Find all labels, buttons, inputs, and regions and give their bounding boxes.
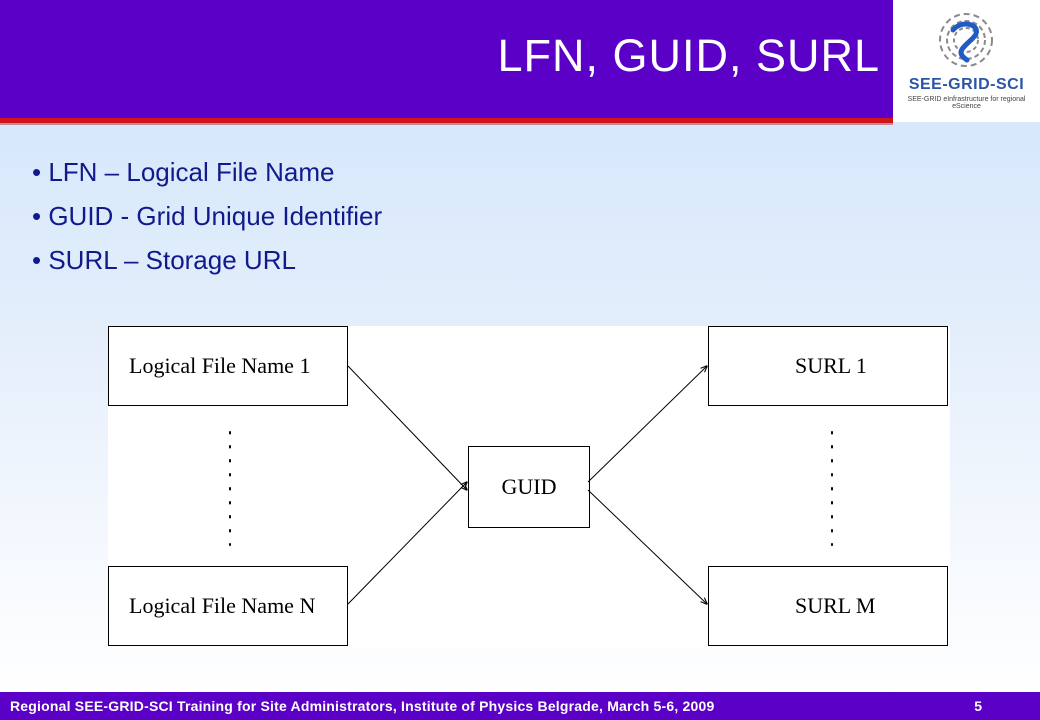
arrow-lfnN-to-guid [347,482,467,605]
bullet-text-lfn: LFN – Logical File Name [48,157,335,187]
swirl-logo-icon [939,13,993,67]
lfn-last-label: Logical File Name N [129,593,316,618]
surl-first-label: SURL 1 [795,353,867,378]
slide-title: LFN, GUID, SURL [497,30,880,81]
logo: SEE-GRID-SCI SEE-GRID eInfrastructure fo… [893,0,1040,122]
header-accent-line [0,118,893,123]
bullet-text-guid: GUID - Grid Unique Identifier [48,201,383,231]
page-number: 5 [974,698,982,714]
lfn-box-first: Logical File Name 1 [108,326,348,406]
bullet-item: • GUID - Grid Unique Identifier [32,201,383,231]
footer-text: Regional SEE-GRID-SCI Training for Site … [10,698,715,714]
lfn-box-last: Logical File Name N [108,566,348,646]
arrow-lfn1-to-guid [347,365,467,490]
arrow-guid-to-surlM [587,489,707,604]
logo-subtitle: SEE-GRID eInfrastructure for regional eS… [907,96,1026,110]
arrow-guid-to-surl1 [587,366,707,483]
lfn-first-label: Logical File Name 1 [129,353,311,378]
bullet-list: • LFN – Logical File Name • GUID - Grid … [32,150,382,282]
logo-text: SEE-GRID-SCI [908,76,1025,93]
surl-box-last: SURL M [708,566,948,646]
header-accent-shadow [0,123,893,125]
guid-box: GUID [468,446,590,528]
surl-box-first: SURL 1 [708,326,948,406]
bullet-text-surl: SURL – Storage URL [48,245,296,275]
slide-footer: Regional SEE-GRID-SCI Training for Site … [0,692,1040,720]
bullet-item: • SURL – Storage URL [32,245,296,275]
guid-label: GUID [501,474,557,499]
bullet-item: • LFN – Logical File Name [32,157,335,187]
slide-header [0,0,893,118]
surl-last-label: SURL M [795,593,876,618]
